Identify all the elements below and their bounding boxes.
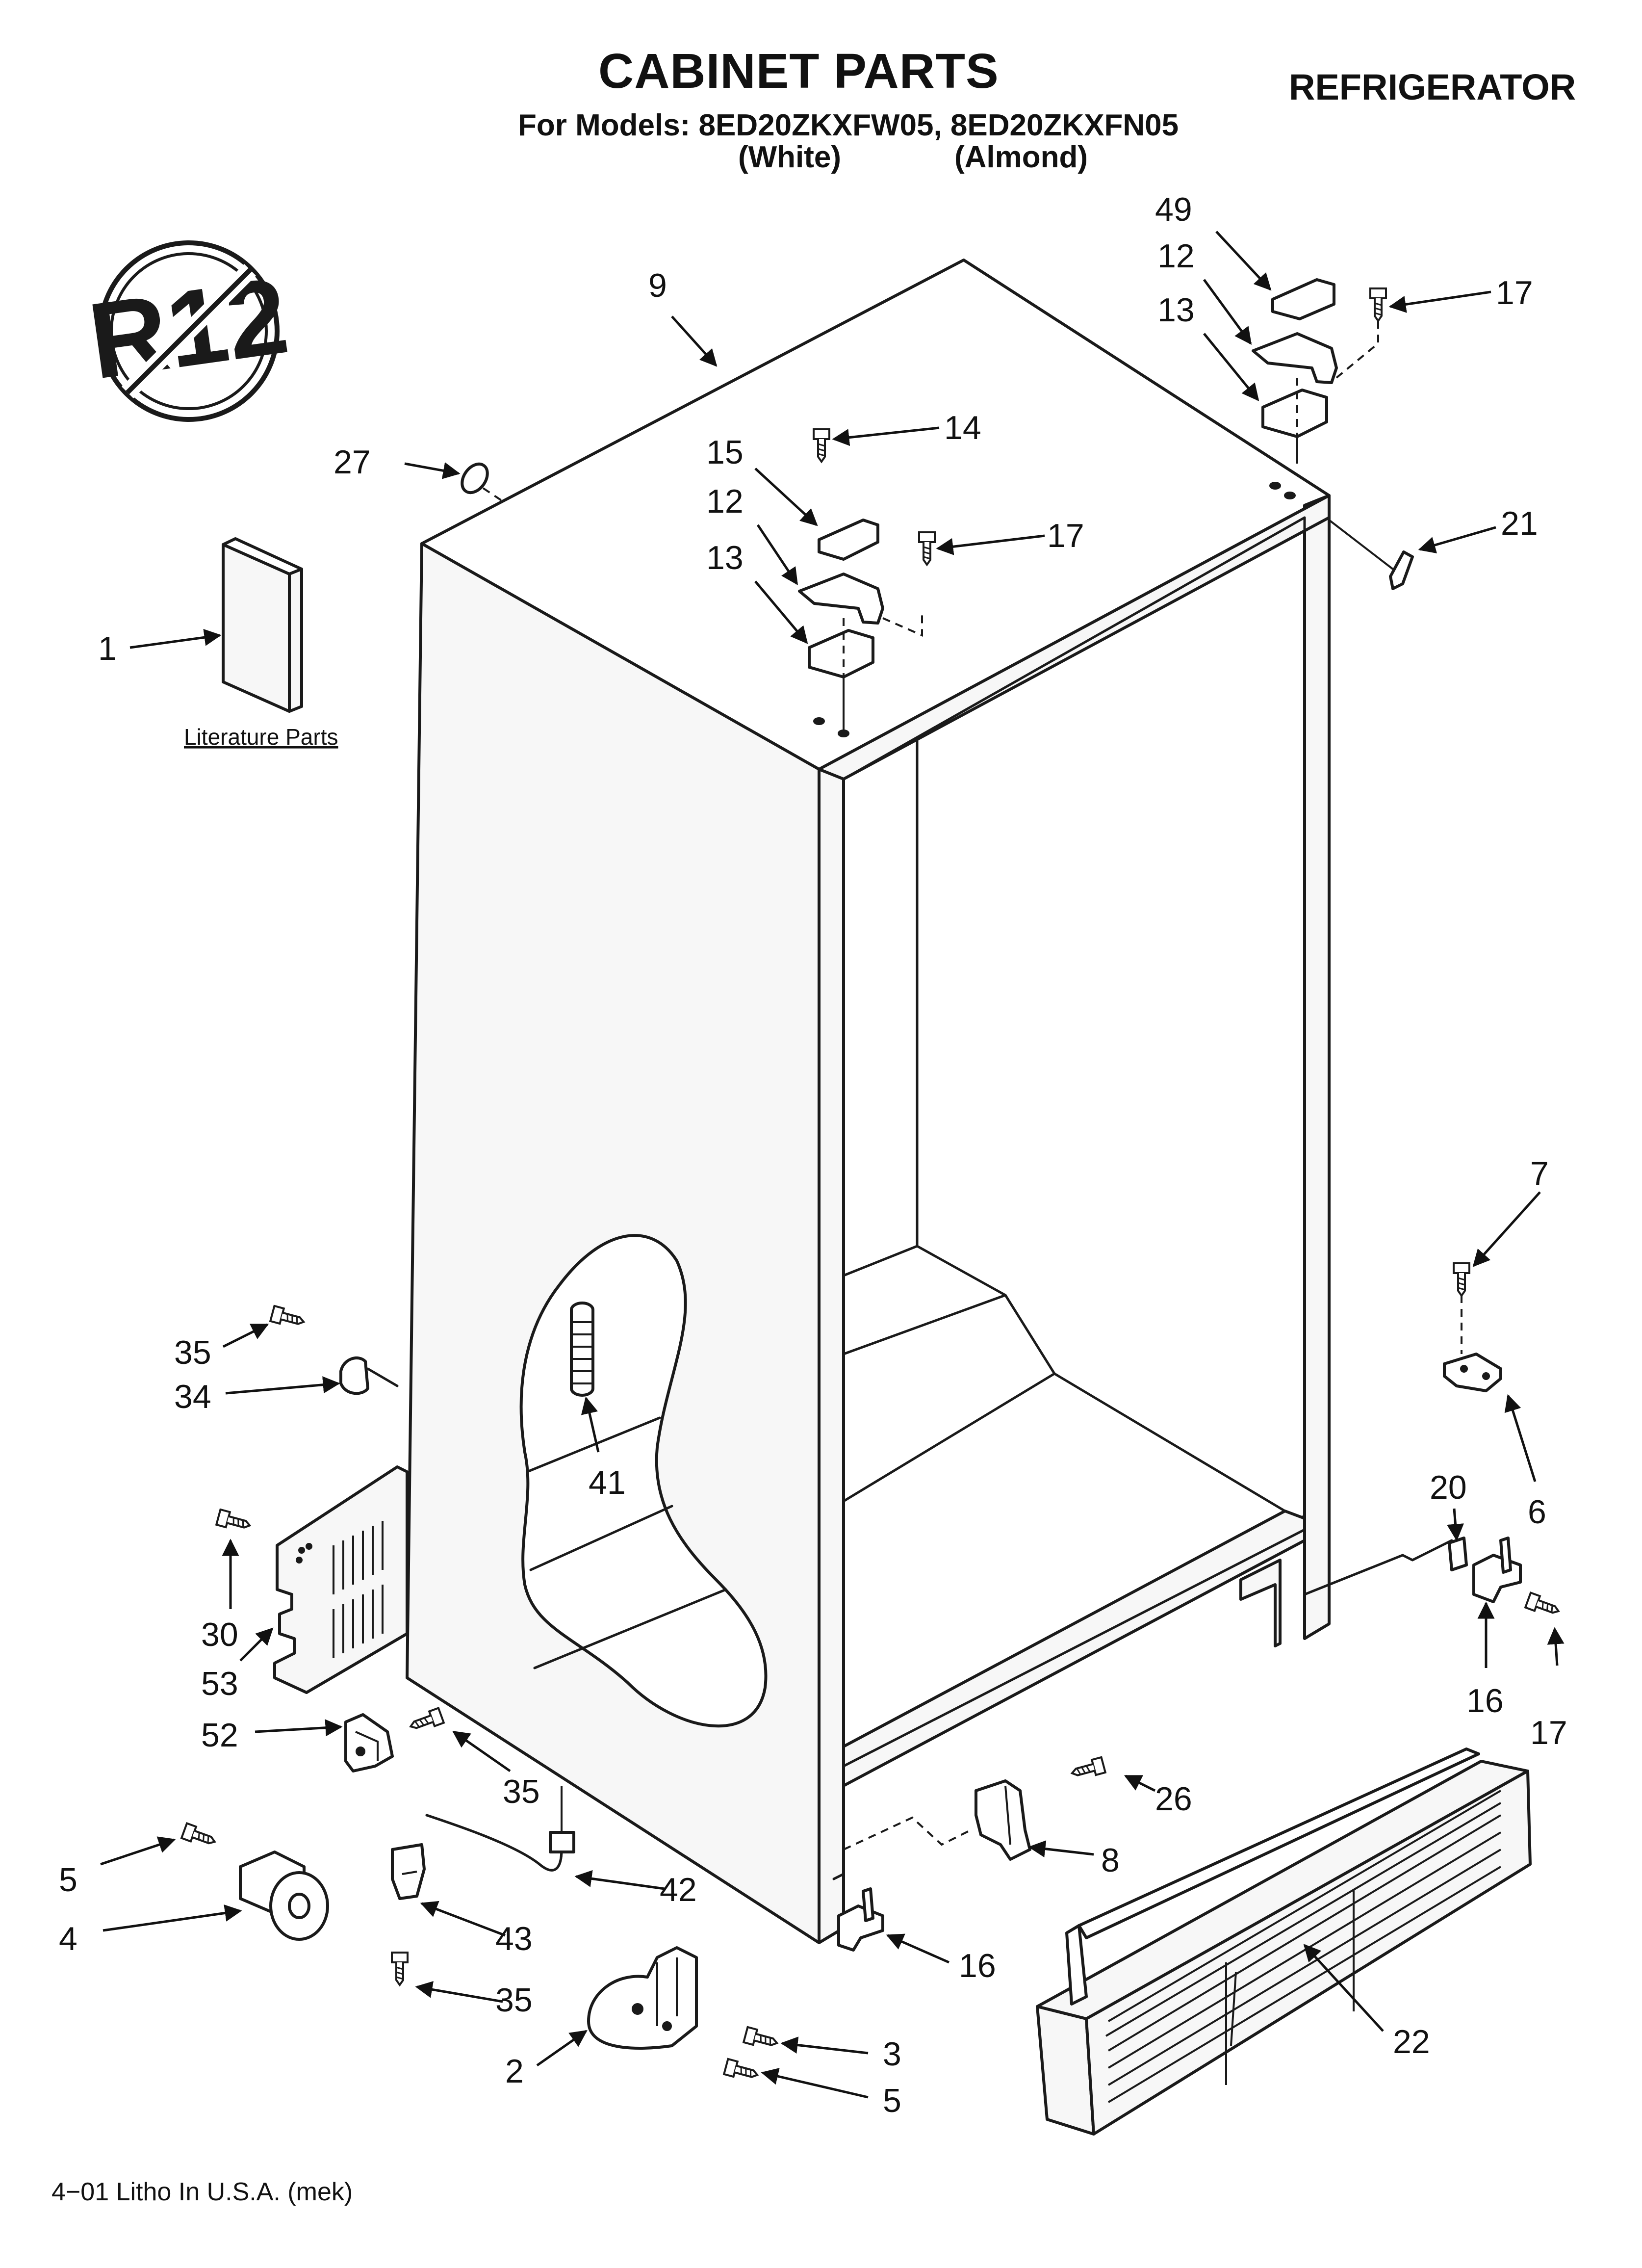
water-tube-part [425, 1786, 575, 1872]
callout-12-right: 12 [1157, 237, 1195, 275]
callout-42: 42 [660, 1871, 697, 1908]
callout-1: 1 [98, 630, 117, 667]
callout-9: 9 [648, 267, 667, 304]
shim-part-20 [1448, 1537, 1468, 1571]
callout-4: 4 [59, 1920, 77, 1957]
base-grille-part [1036, 1747, 1532, 2136]
literature-parts-label: Literature Parts [184, 724, 338, 750]
control-panel-part [273, 1465, 409, 1694]
page-title: CABINET PARTS [598, 44, 999, 99]
callout-27: 27 [334, 443, 371, 481]
model-numbers: For Models: 8ED20ZKXFW05, 8ED20ZKXFN05 [518, 108, 1179, 142]
callout-17-top: 17 [1047, 517, 1084, 554]
callout-6: 6 [1528, 1493, 1546, 1531]
callout-13-left: 13 [706, 539, 744, 576]
bracket-part-52 [344, 1713, 394, 1773]
callout-20: 20 [1430, 1469, 1467, 1506]
clip-part-34 [339, 1356, 399, 1395]
callout-17-bottom: 17 [1530, 1714, 1567, 1751]
callout-35-mid: 35 [503, 1773, 540, 1810]
callout-16-right: 16 [1466, 1682, 1504, 1720]
callout-35-top: 35 [174, 1334, 211, 1371]
literature-booklet-part [222, 537, 303, 713]
callout-5-bottom: 5 [883, 2082, 901, 2119]
callout-8: 8 [1101, 1842, 1120, 1879]
callout-49: 49 [1155, 191, 1192, 228]
bracket-part-8 [975, 1779, 1031, 1861]
callout-21: 21 [1501, 505, 1538, 542]
print-footer: 4−01 Litho In U.S.A. (mek) [51, 2178, 353, 2206]
caster-wheel-part [239, 1851, 329, 1941]
appliance-category: REFRIGERATOR [1289, 67, 1576, 107]
callout-numbers: 9 27 1 15 12 13 14 17 49 12 13 17 21 7 6… [59, 191, 1567, 2119]
top-hinge-assembly-right [1252, 278, 1387, 499]
color-white-label: (White) [738, 140, 842, 174]
callout-15: 15 [706, 434, 744, 471]
bracket-part-6 [1443, 1353, 1502, 1392]
tube-clamp-part [391, 1843, 426, 1900]
callout-22: 22 [1393, 2023, 1430, 2060]
callout-16-bottom: 16 [959, 1947, 996, 1984]
callout-7: 7 [1530, 1155, 1549, 1192]
plug-part [461, 462, 489, 495]
callout-53: 53 [201, 1665, 238, 1702]
bracket-part-16-right [1472, 1537, 1522, 1603]
cabinet-shell [406, 259, 1331, 1944]
callout-34: 34 [174, 1378, 211, 1415]
callout-14: 14 [944, 409, 981, 446]
bracket-part-16-bottom [837, 1887, 884, 1952]
bottom-hinge-part [587, 1946, 698, 2050]
callout-26: 26 [1155, 1780, 1192, 1818]
coil-spring-part [570, 1302, 594, 1397]
callout-13-right: 13 [1157, 291, 1195, 329]
callout-12-left: 12 [706, 483, 744, 520]
clip-part [1389, 550, 1414, 590]
callout-30: 30 [201, 1616, 238, 1653]
callout-52: 52 [201, 1717, 238, 1754]
callout-41: 41 [589, 1464, 626, 1501]
leader-lines [100, 231, 1565, 2099]
callout-3: 3 [883, 2035, 901, 2073]
top-hinge-assembly-left [798, 428, 936, 737]
callout-5-left: 5 [59, 1861, 77, 1899]
no-r12-badge: R12 [82, 240, 295, 422]
callout-35-bottom: 35 [495, 1981, 533, 2019]
color-almond-label: (Almond) [954, 140, 1088, 174]
callout-2: 2 [505, 2053, 524, 2090]
callout-43: 43 [495, 1920, 533, 1957]
callout-17-right: 17 [1496, 274, 1533, 312]
